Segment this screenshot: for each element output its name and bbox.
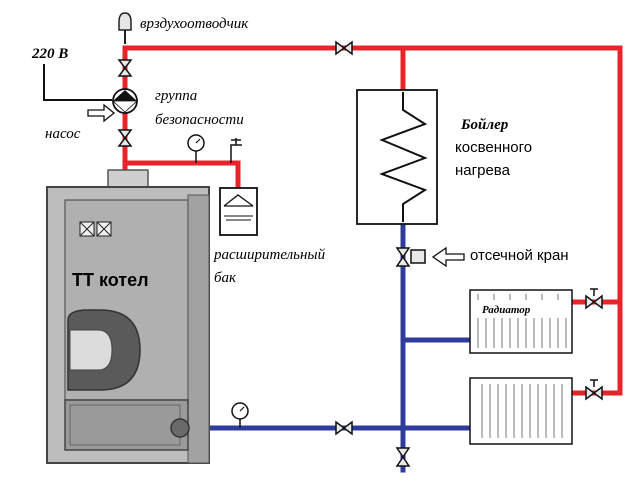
safety-group-label-line1: группа: [155, 88, 197, 104]
return-gauge: [231, 402, 249, 428]
voltage-label: 220 В: [31, 46, 68, 62]
valve-icon: [335, 40, 353, 56]
radiator-body: [469, 289, 573, 354]
valve-handles: [590, 288, 598, 387]
dhw-heat-exchanger-coil: [379, 92, 428, 222]
valve-icon: [395, 247, 411, 267]
safety-group: [187, 134, 242, 163]
safety-group-label-line2: безопасности: [155, 112, 244, 128]
indirect-dhw-boiler: [356, 89, 438, 225]
radiator-label: Радиатор: [482, 304, 531, 316]
expansion-tank: [219, 187, 258, 236]
dhw-boiler-label-line2: косвенного: [455, 139, 532, 156]
shutoff-valve-actuator: [410, 249, 426, 264]
radiator-body: [469, 377, 573, 445]
dhw-boiler-label-line3: нагрева: [455, 162, 511, 179]
pump-pointer-arrow: [87, 103, 116, 123]
shutoff-pointer-arrow: [431, 246, 465, 268]
valve-icon: [585, 294, 603, 310]
boiler-ash-door: [64, 399, 189, 451]
valve-icon: [395, 447, 411, 467]
dhw-boiler-label-title: Бойлер: [460, 117, 509, 133]
air-vent-label: врздухоотводчик: [140, 16, 249, 32]
air-vent-icon: [118, 12, 132, 31]
air-vent: [118, 12, 132, 44]
boiler-firebox-window: [69, 329, 113, 371]
power-cable: [43, 64, 112, 101]
boiler-right-side: [187, 194, 210, 464]
safety-valve-icon: [230, 138, 242, 163]
valves: [117, 40, 603, 467]
solid-fuel-boiler: ТТ котел: [46, 169, 210, 464]
valve-icon: [335, 420, 353, 436]
pump: [111, 88, 139, 114]
boiler-draft-regulator: [170, 418, 190, 438]
valve-icon: [117, 59, 133, 77]
expansion-tank-label-line1: расширительный: [213, 247, 326, 263]
valve-icon: [585, 385, 603, 401]
boiler-chimney: [107, 169, 149, 189]
shutoff-valve-label: отсечной кран: [470, 247, 569, 264]
radiator-bottom: [469, 377, 573, 445]
pump-label: насос: [45, 126, 81, 142]
boiler-label: ТТ котел: [72, 270, 149, 290]
expansion-tank-label-line2: бак: [214, 270, 237, 286]
radiator-top: Радиатор: [469, 289, 573, 354]
valve-icon: [117, 129, 133, 147]
